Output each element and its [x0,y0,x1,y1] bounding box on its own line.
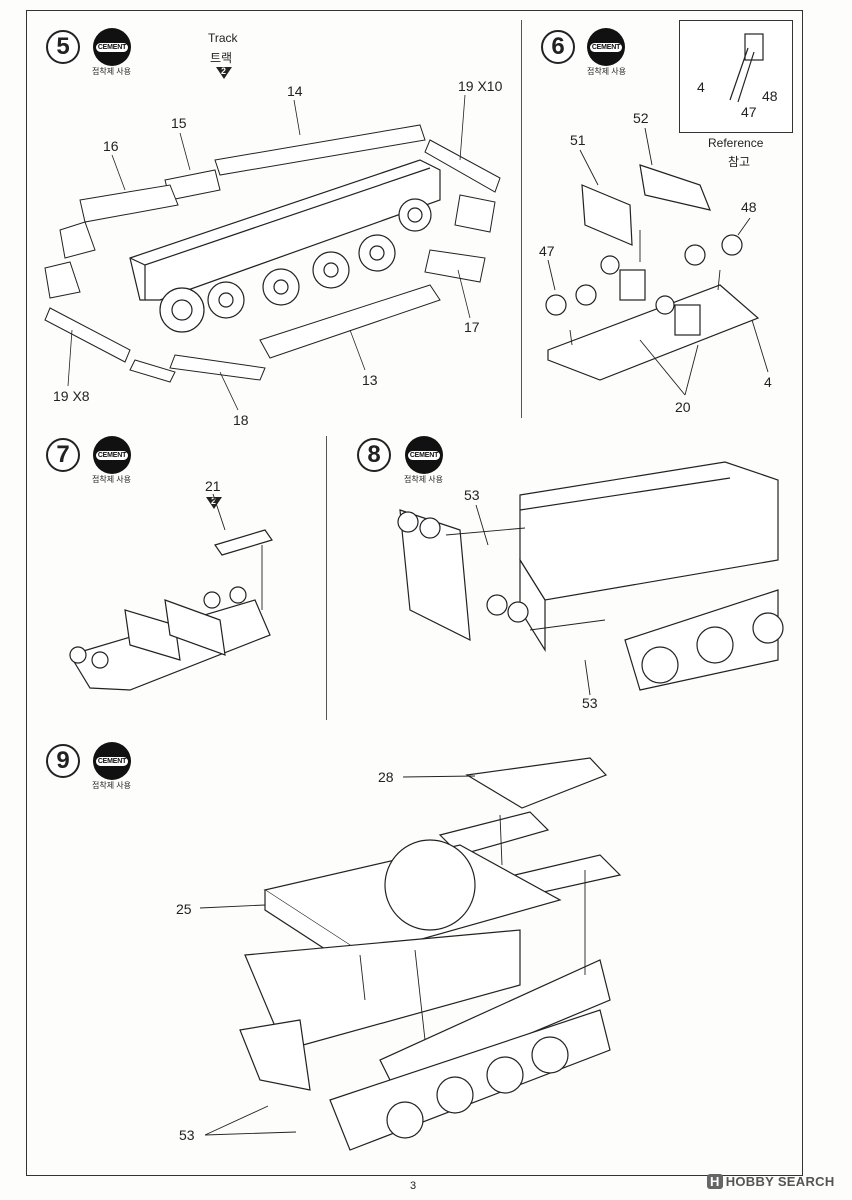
cement-caption: 접착제 사용 [92,475,132,484]
cement-caption: 접착제 사용 [92,781,132,790]
step5-track-links [44,124,501,383]
cement-icon: CEMENT [587,28,625,66]
page-frame [26,10,803,1176]
track-ref-number: 2 [221,66,227,76]
part-21-ref-number: 2 [211,496,217,506]
step9-tracks [239,1009,611,1151]
part-21: 21 [205,478,221,494]
cement-icon: CEMENT [93,28,131,66]
cement-caption: 접착제 사용 [587,67,627,76]
step9-leaders [199,775,586,1136]
part-15: 15 [171,115,187,131]
part-21-ref-triangle [206,497,222,509]
part-53: 53 [179,1127,195,1143]
part-47: 47 [539,243,555,259]
step-number-7: 7 [46,438,80,472]
reference-label-kr: 참고 [728,155,751,169]
step-number-6: 6 [541,30,575,64]
step-number-8: 8 [357,438,391,472]
part-14: 14 [287,83,303,99]
step7-plate [69,529,273,691]
cement-icon: CEMENT [93,436,131,474]
part-28: 28 [378,769,394,785]
ref-sketch [729,33,764,103]
part-17: 17 [464,319,480,335]
step9-hull [244,839,611,1091]
part-4: 4 [764,374,772,390]
part-16: 16 [103,138,119,154]
step9-deck-plate [465,757,608,809]
page-number: 3 [410,1180,417,1192]
part-20: 20 [675,399,691,415]
part-53-bottom: 53 [582,695,598,711]
track-ref-triangle [216,67,232,79]
part-25: 25 [176,901,192,917]
step8-hull [397,461,779,653]
part-52: 52 [633,110,649,126]
step5-wheels [159,198,432,333]
ref-part-47: 47 [741,104,757,120]
ref-part-4: 4 [697,79,705,95]
step6-base-plate [547,284,760,381]
part-53-top: 53 [464,487,480,503]
step6-arrows [547,127,769,396]
step8-leaders [445,504,606,696]
track-label: Track [208,31,238,45]
ref-part-48: 48 [762,88,778,104]
part-13: 13 [362,372,378,388]
track-label-kr: 트랙 [210,51,233,65]
cement-icon: CEMENT [405,436,443,474]
part-19x10: 19 X10 [458,78,503,94]
part-19x8: 19 X8 [53,388,90,404]
step6-parts [545,164,743,336]
step7-arrows [212,493,263,610]
step-number-9: 9 [46,744,80,778]
cement-caption: 접착제 사용 [404,475,444,484]
reference-label: Reference [708,136,764,150]
reference-box [679,20,793,133]
step5-hull [129,159,441,301]
part-18: 18 [233,412,249,428]
part-51: 51 [570,132,586,148]
divider-7-8 [326,436,327,720]
part-48: 48 [741,199,757,215]
step8-track [624,589,784,691]
cement-icon: CEMENT [93,742,131,780]
step-number-5: 5 [46,30,80,64]
cement-caption: 접착제 사용 [92,67,132,76]
step5-leaders [67,94,471,411]
divider-5-6 [521,20,522,418]
